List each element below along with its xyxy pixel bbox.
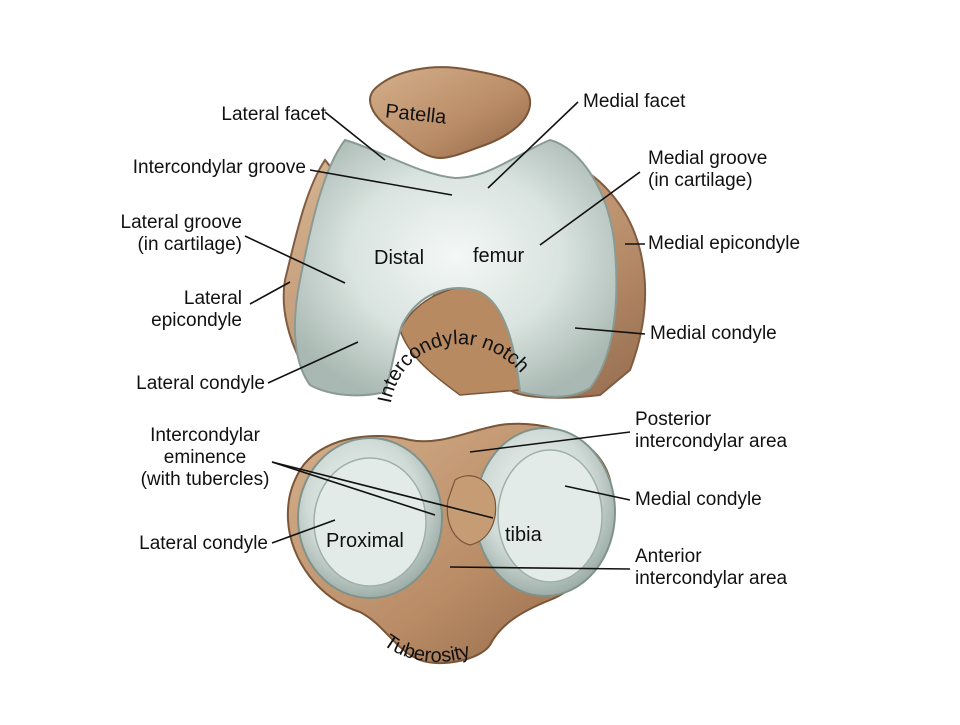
intercondylar-eminence-shape — [446, 475, 497, 546]
leader-medial-condyle-tibia — [564, 485, 631, 501]
label-medial-epicondyle: Medial epicondyle — [648, 233, 801, 254]
femur-label: femur — [473, 245, 524, 267]
leader-medial-condyle-femur — [574, 327, 646, 335]
leader-anterior-intercondylar — [449, 566, 631, 570]
label-lateral-condyle-tibia: Lateral condyle — [139, 533, 268, 554]
leader-posterior-intercondylar — [469, 431, 631, 453]
tibia-lateral-condyle-inner — [313, 457, 427, 587]
label-medial-condyle-femur: Medial condyle — [650, 323, 777, 344]
label-lateral-condyle-femur: Lateral condyle — [136, 373, 265, 394]
leader-lateral-condyle-tibia — [271, 519, 336, 544]
label-medial-groove: Medial groove (in cartilage) — [648, 148, 768, 191]
label-intercondylar-groove: Intercondylar groove — [132, 157, 306, 178]
leader-lateral-epicondyle — [249, 281, 291, 305]
tibia-label: tibia — [505, 524, 543, 546]
leader-lateral-facet — [324, 111, 386, 161]
label-posterior-intercondylar-area: Posterior intercondylar area — [635, 409, 788, 452]
label-medial-condyle-tibia: Medial condyle — [635, 489, 762, 510]
label-anterior-intercondylar-area: Anterior intercondylar area — [635, 546, 788, 589]
proximal-label: Proximal — [326, 530, 404, 552]
leader-medial-facet — [487, 101, 579, 189]
distal-label: Distal — [374, 247, 424, 269]
leader-intercondylar-groove — [309, 169, 453, 196]
leader-eminence-a — [271, 461, 436, 516]
label-intercondylar-eminence: Intercondylar eminence (with tubercles) — [140, 425, 270, 490]
patella-bone — [369, 66, 532, 160]
label-lateral-groove: Lateral groove (in cartilage) — [120, 212, 242, 255]
label-lateral-facet: Lateral facet — [221, 104, 326, 125]
leader-lateral-condyle-femur — [267, 341, 359, 384]
leader-lateral-groove — [244, 235, 346, 284]
leader-medial-groove — [539, 171, 641, 246]
leader-eminence-b — [271, 461, 494, 519]
label-medial-facet: Medial facet — [583, 91, 686, 112]
distal-femur-cartilage — [293, 138, 618, 398]
label-lateral-epicondyle: Lateral epicondyle — [151, 288, 242, 331]
tibia-medial-condyle-inner — [497, 449, 603, 583]
